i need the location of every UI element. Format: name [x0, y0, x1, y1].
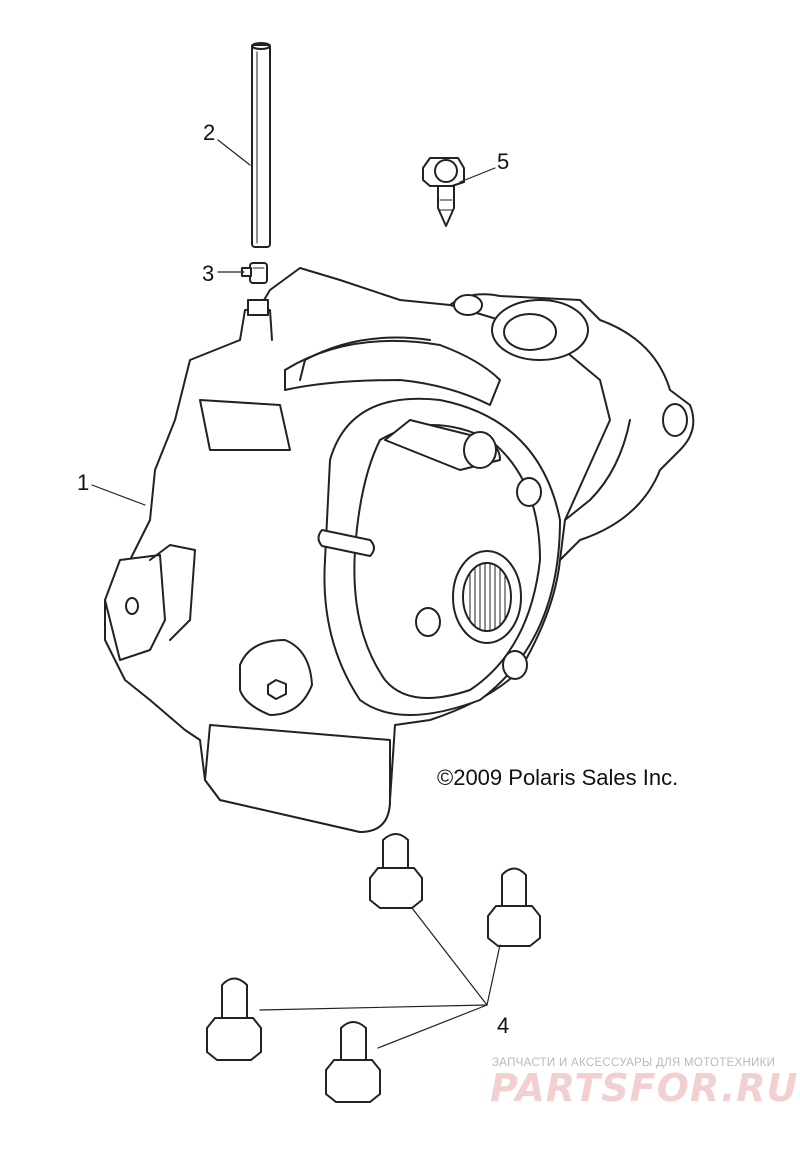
bolt	[487, 867, 541, 947]
callout-1: 1	[77, 470, 90, 495]
watermark-subtitle: ЗАПЧАСТИ И АКСЕССУАРЫ ДЛЯ МОТОТЕХНИКИ	[492, 1057, 776, 1069]
callout-2: 2	[203, 120, 216, 145]
bolt	[369, 833, 423, 909]
gearcase-housing	[104, 267, 695, 833]
copyright-notice: ©2009 Polaris Sales Inc.	[437, 765, 679, 790]
bolt	[325, 1021, 381, 1103]
callout-3: 3	[202, 261, 215, 286]
bolt	[206, 977, 262, 1061]
callout-4: 4	[497, 1013, 510, 1038]
watermark-logo: PARTSFOR.RU	[490, 1066, 799, 1110]
callout-5: 5	[497, 149, 510, 174]
vent-tube	[251, 42, 271, 248]
leader-lines	[91, 139, 501, 1049]
fitting	[422, 157, 465, 227]
hose-clamp	[241, 262, 268, 284]
